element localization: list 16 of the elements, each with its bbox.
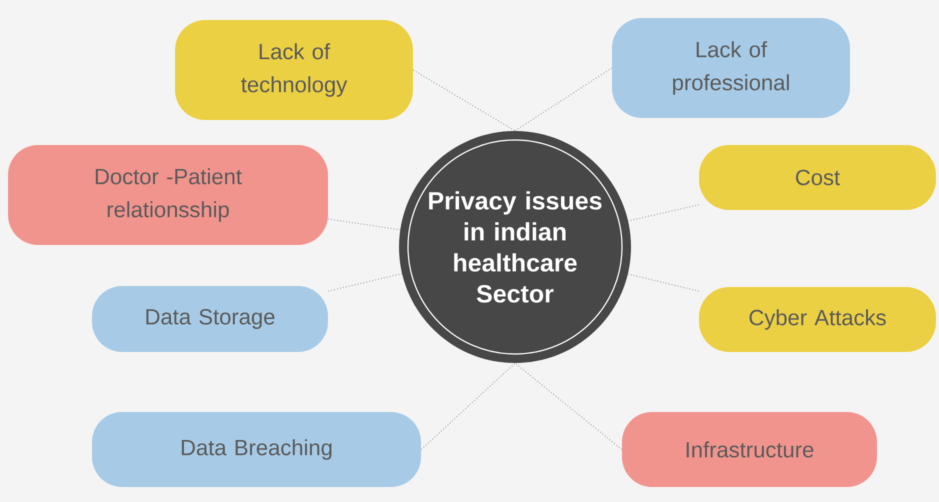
connector-line bbox=[328, 273, 402, 292]
issue-box: Data Storage bbox=[92, 286, 328, 352]
issue-box: Lack of professional bbox=[612, 18, 850, 118]
connector-line bbox=[628, 274, 700, 292]
issue-box: Doctor -Patient relationsship bbox=[8, 145, 328, 245]
connector-line bbox=[514, 67, 612, 132]
connector-line bbox=[628, 204, 700, 222]
issue-box: Lack of technology bbox=[175, 20, 413, 120]
issue-box: Infrastructure bbox=[622, 412, 877, 487]
issue-box: Cost bbox=[699, 145, 936, 210]
connector-line bbox=[420, 362, 516, 450]
issue-box: Data Breaching bbox=[92, 412, 421, 487]
issue-box: Cyber Attacks bbox=[699, 287, 936, 352]
connector-line bbox=[514, 362, 622, 450]
connector-line bbox=[412, 69, 516, 132]
connector-line bbox=[328, 218, 401, 230]
